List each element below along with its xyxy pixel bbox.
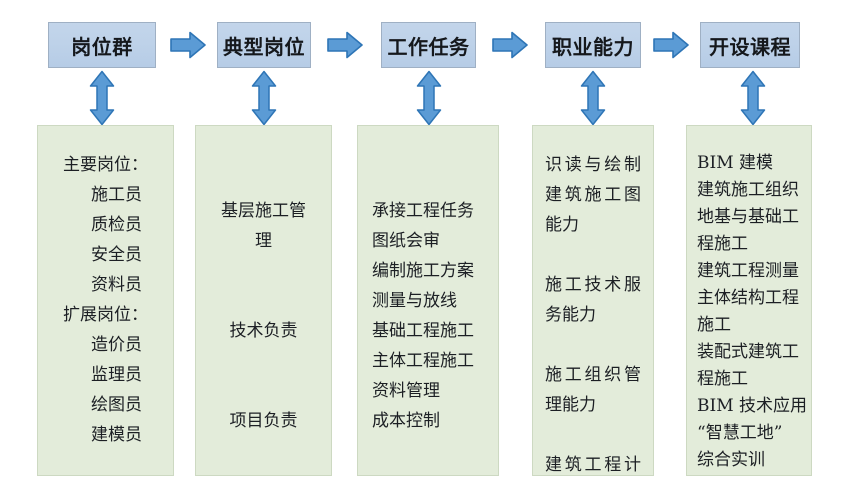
panel-spacer bbox=[204, 136, 323, 196]
panel-courses: BIM 建模 建筑施工组织 地基与基础工 程施工 建筑工程测量 主体结构工程 施… bbox=[686, 125, 812, 476]
list-item: 资料员 bbox=[91, 275, 142, 295]
panel-vocational-abilities: 识读与绘制 建筑施工图 能力 施工技术服 务能力 施工组织管 理能力 建筑工程计… bbox=[532, 125, 654, 476]
up-down-arrow-icon bbox=[740, 70, 766, 126]
list-item: 务能力 bbox=[545, 305, 596, 325]
list-item: 主要岗位： bbox=[63, 155, 148, 175]
list-item: 质检员 bbox=[91, 215, 142, 235]
panel-spacer bbox=[545, 240, 641, 270]
list-item: 地基与基础工 bbox=[697, 207, 799, 227]
list-item: 施工 bbox=[697, 315, 731, 335]
panel-spacer bbox=[46, 136, 165, 150]
right-arrow-icon bbox=[653, 31, 689, 59]
list-item: 成本控制 bbox=[372, 411, 440, 431]
list-item: 施工技术服 bbox=[545, 275, 641, 295]
list-item: 造价员 bbox=[91, 335, 142, 355]
panel-spacer bbox=[204, 286, 323, 316]
header-chip-work-tasks[interactable]: 工作任务 bbox=[381, 22, 476, 68]
right-arrow-icon bbox=[327, 31, 363, 59]
list-item: 建筑工程测量 bbox=[697, 261, 799, 281]
panel-spacer bbox=[372, 136, 490, 196]
list-item: 资料管理 bbox=[372, 381, 440, 401]
list-item: 扩展岗位： bbox=[63, 305, 148, 325]
list-item: 施工组织管 bbox=[545, 365, 641, 385]
list-item: 建模员 bbox=[91, 425, 142, 445]
up-down-arrow-icon bbox=[89, 70, 115, 126]
header-chip-label: 典型岗位 bbox=[223, 34, 305, 59]
list-item: 图纸会审 bbox=[372, 231, 440, 251]
list-item: 安全员 bbox=[91, 245, 142, 265]
list-item: 承接工程任务 bbox=[372, 201, 474, 221]
list-item: 识读与绘制 bbox=[545, 155, 641, 175]
list-item: BIM 技术应用 bbox=[697, 396, 808, 416]
list-item: 建筑施工组织 bbox=[697, 180, 799, 200]
header-chip-courses[interactable]: 开设课程 bbox=[700, 22, 800, 68]
panel-spacer bbox=[204, 256, 323, 286]
header-chip-label: 开设课程 bbox=[709, 34, 791, 59]
panel-spacer bbox=[545, 330, 641, 360]
list-item: 理能力 bbox=[545, 395, 596, 415]
panel-job-group: 主要岗位： 施工员 质检员 安全员 资料员 扩展岗位： 造价员 监理员 绘图员 … bbox=[37, 125, 174, 476]
panel-work-tasks: 承接工程任务 图纸会审 编制施工方案 测量与放线 基础工程施工 主体工程施工 资… bbox=[357, 125, 499, 476]
header-chip-label: 职业能力 bbox=[552, 34, 634, 59]
list-item: 程施工 bbox=[697, 234, 748, 254]
list-item: 能力 bbox=[545, 215, 579, 235]
list-item: 施工员 bbox=[91, 185, 142, 205]
list-item: 综合实训 bbox=[697, 450, 765, 470]
list-item: 基础工程施工 bbox=[372, 321, 474, 341]
header-chip-vocational-abilities[interactable]: 职业能力 bbox=[545, 22, 641, 68]
list-item: “智慧工地” bbox=[697, 423, 783, 443]
right-arrow-icon bbox=[170, 31, 206, 59]
list-item: 编制施工方案 bbox=[372, 261, 474, 281]
list-item: 技术负责 bbox=[229, 321, 298, 341]
panel-spacer bbox=[545, 420, 641, 450]
list-item: BIM 建模 bbox=[697, 153, 774, 173]
list-item: 监理员 bbox=[91, 365, 142, 385]
panel-spacer bbox=[545, 136, 641, 150]
list-item: 程施工 bbox=[697, 369, 748, 389]
right-arrow-icon bbox=[492, 31, 528, 59]
list-item: 基层施工管 bbox=[221, 201, 306, 221]
header-chip-typical-posts[interactable]: 典型岗位 bbox=[217, 22, 311, 68]
header-chip-label: 岗位群 bbox=[71, 34, 133, 59]
list-item: 建筑工程计 bbox=[545, 455, 641, 475]
header-chip-label: 工作任务 bbox=[387, 34, 470, 59]
list-item: 绘图员 bbox=[91, 395, 142, 415]
up-down-arrow-icon bbox=[416, 70, 442, 126]
panel-typical-posts: 基层施工管 理 技术负责 项目负责 bbox=[195, 125, 332, 476]
list-item: … bbox=[697, 474, 803, 475]
list-item: 装配式建筑工 bbox=[697, 342, 799, 362]
header-chip-job-group[interactable]: 岗位群 bbox=[48, 22, 156, 68]
list-item: 主体工程施工 bbox=[372, 351, 474, 371]
list-item: 主体结构工程 bbox=[697, 288, 799, 308]
list-item: 项目负责 bbox=[229, 411, 298, 431]
panel-spacer bbox=[204, 376, 323, 406]
panel-spacer bbox=[697, 136, 803, 150]
up-down-arrow-icon bbox=[251, 70, 277, 126]
list-item: 建筑施工图 bbox=[545, 185, 641, 205]
list-item: 测量与放线 bbox=[372, 291, 457, 311]
list-item: 理 bbox=[255, 231, 272, 251]
up-down-arrow-icon bbox=[580, 70, 606, 126]
panel-spacer bbox=[204, 346, 323, 376]
